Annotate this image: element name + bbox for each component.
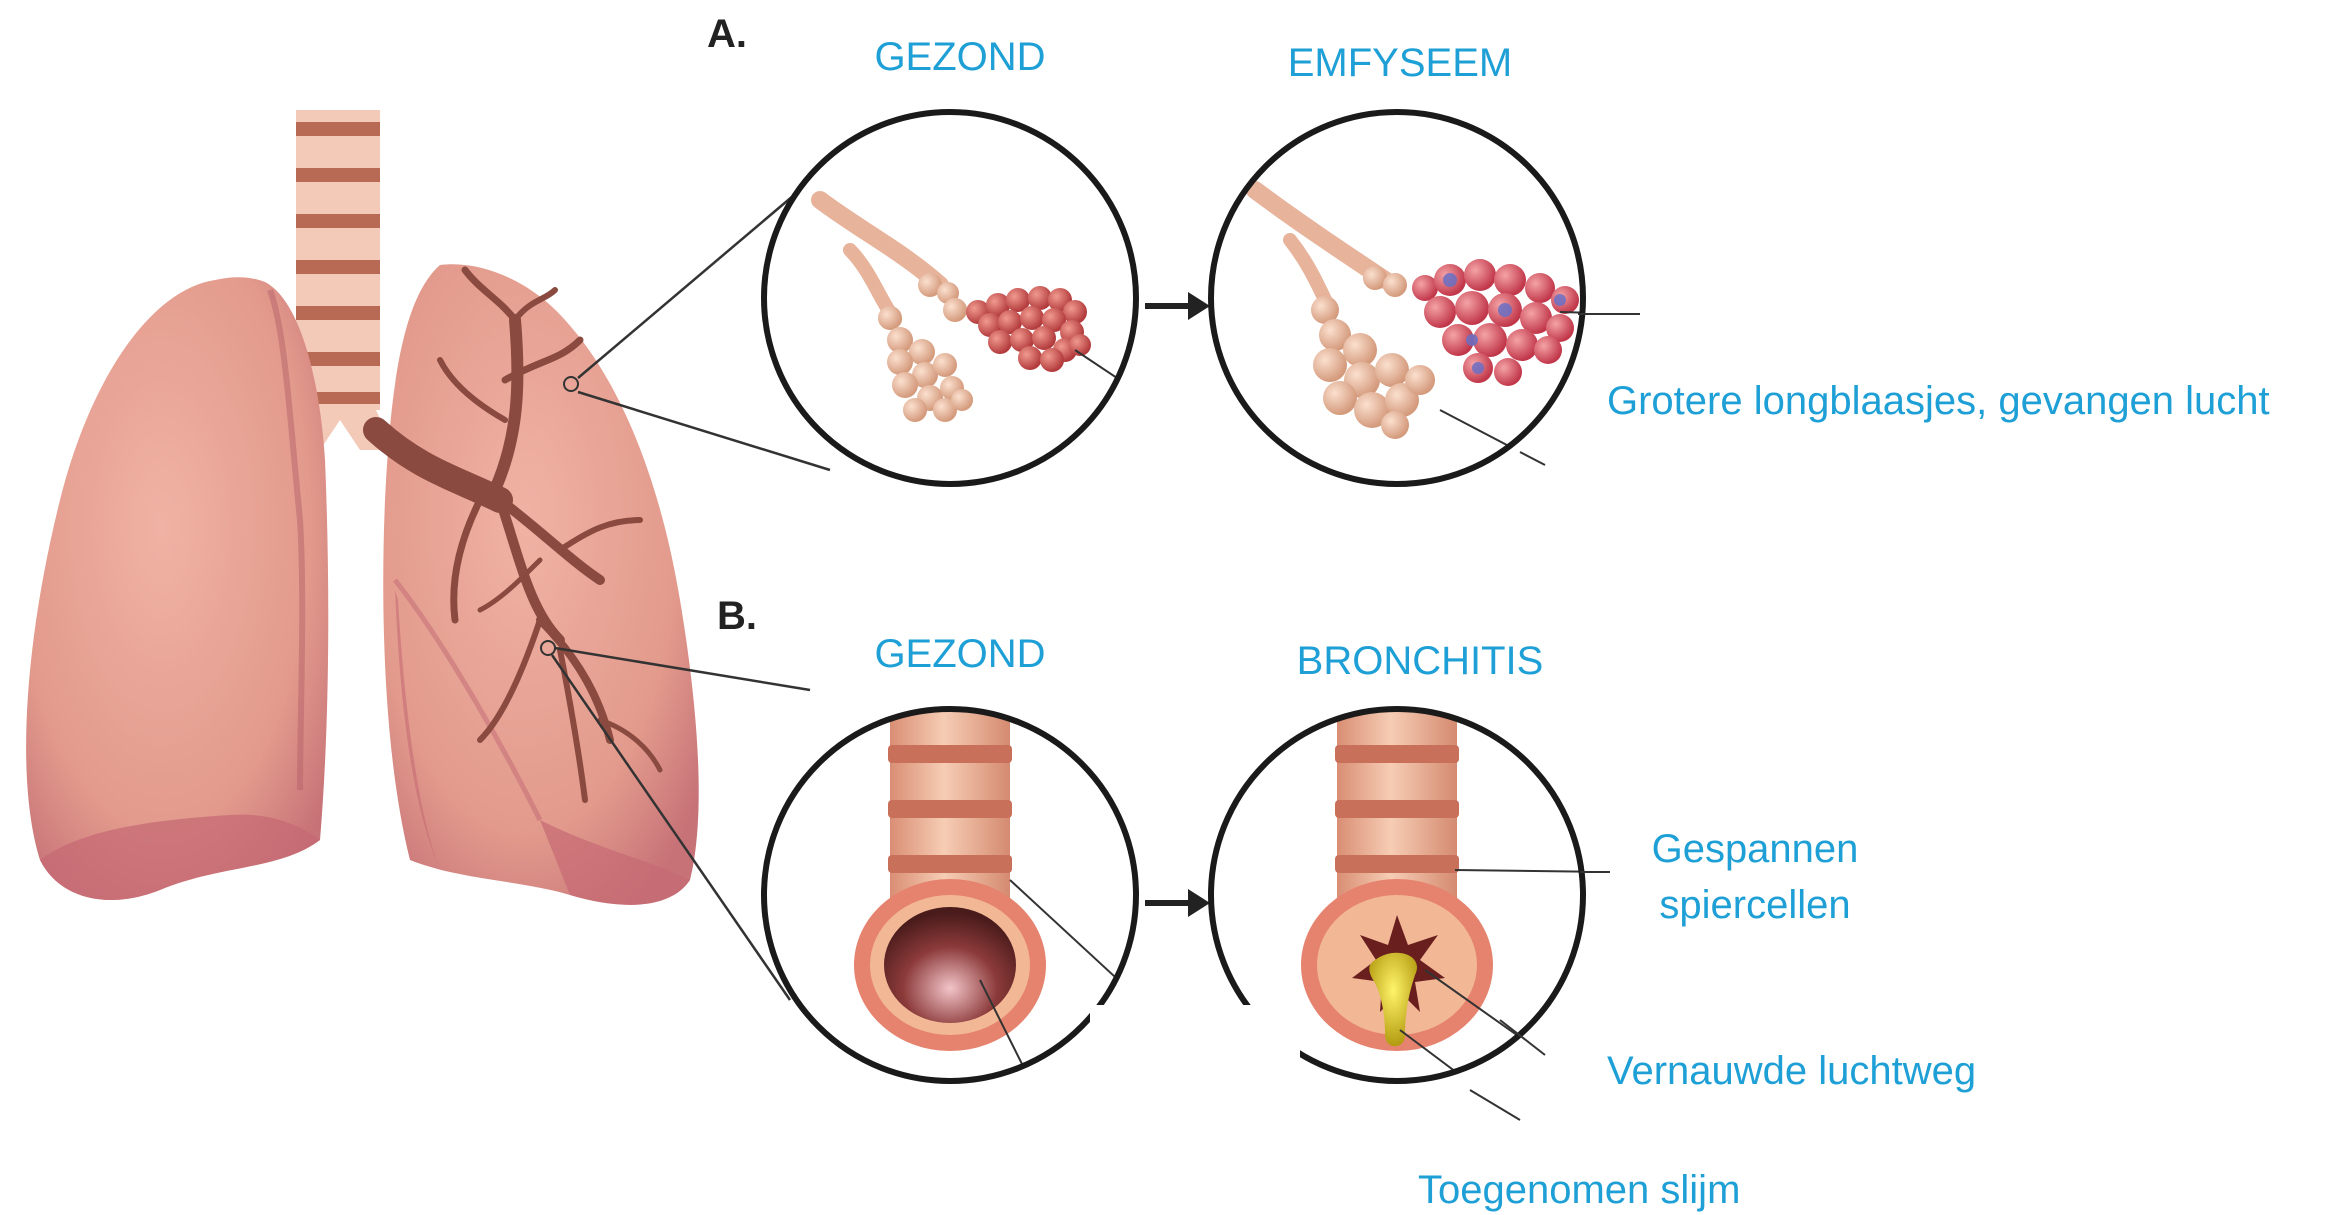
section-a-healthy-title: GEZOND bbox=[840, 32, 1080, 82]
muscle-annotation-line2: spiercellen bbox=[1605, 880, 1905, 930]
section-b-bronchitis-title: BRONCHITIS bbox=[1270, 636, 1570, 686]
circle-a-healthy bbox=[764, 112, 1170, 500]
circle-a-emphysema bbox=[1211, 112, 1640, 484]
lungs-illustration bbox=[26, 110, 699, 905]
arrow-b-icon bbox=[1145, 889, 1210, 917]
section-b-letter: B. bbox=[717, 594, 757, 639]
section-a-emphysema-title: EMFYSEEM bbox=[1270, 38, 1530, 88]
section-b-healthy-title: GEZOND bbox=[840, 629, 1080, 679]
emphysema-annotation: Grotere longblaasjes, gevangen lucht bbox=[1607, 376, 2270, 426]
arrow-a-icon bbox=[1145, 292, 1210, 320]
mucus-annotation: Toegenomen slijm bbox=[1418, 1165, 1740, 1215]
circle-b-bronchitis bbox=[1211, 700, 1610, 1120]
muscle-annotation-line1: Gespannen bbox=[1605, 824, 1905, 874]
airway-annotation: Vernauwde luchtweg bbox=[1607, 1046, 1976, 1096]
section-a-letter: A. bbox=[707, 12, 747, 57]
circle-b-healthy bbox=[764, 700, 1200, 1105]
